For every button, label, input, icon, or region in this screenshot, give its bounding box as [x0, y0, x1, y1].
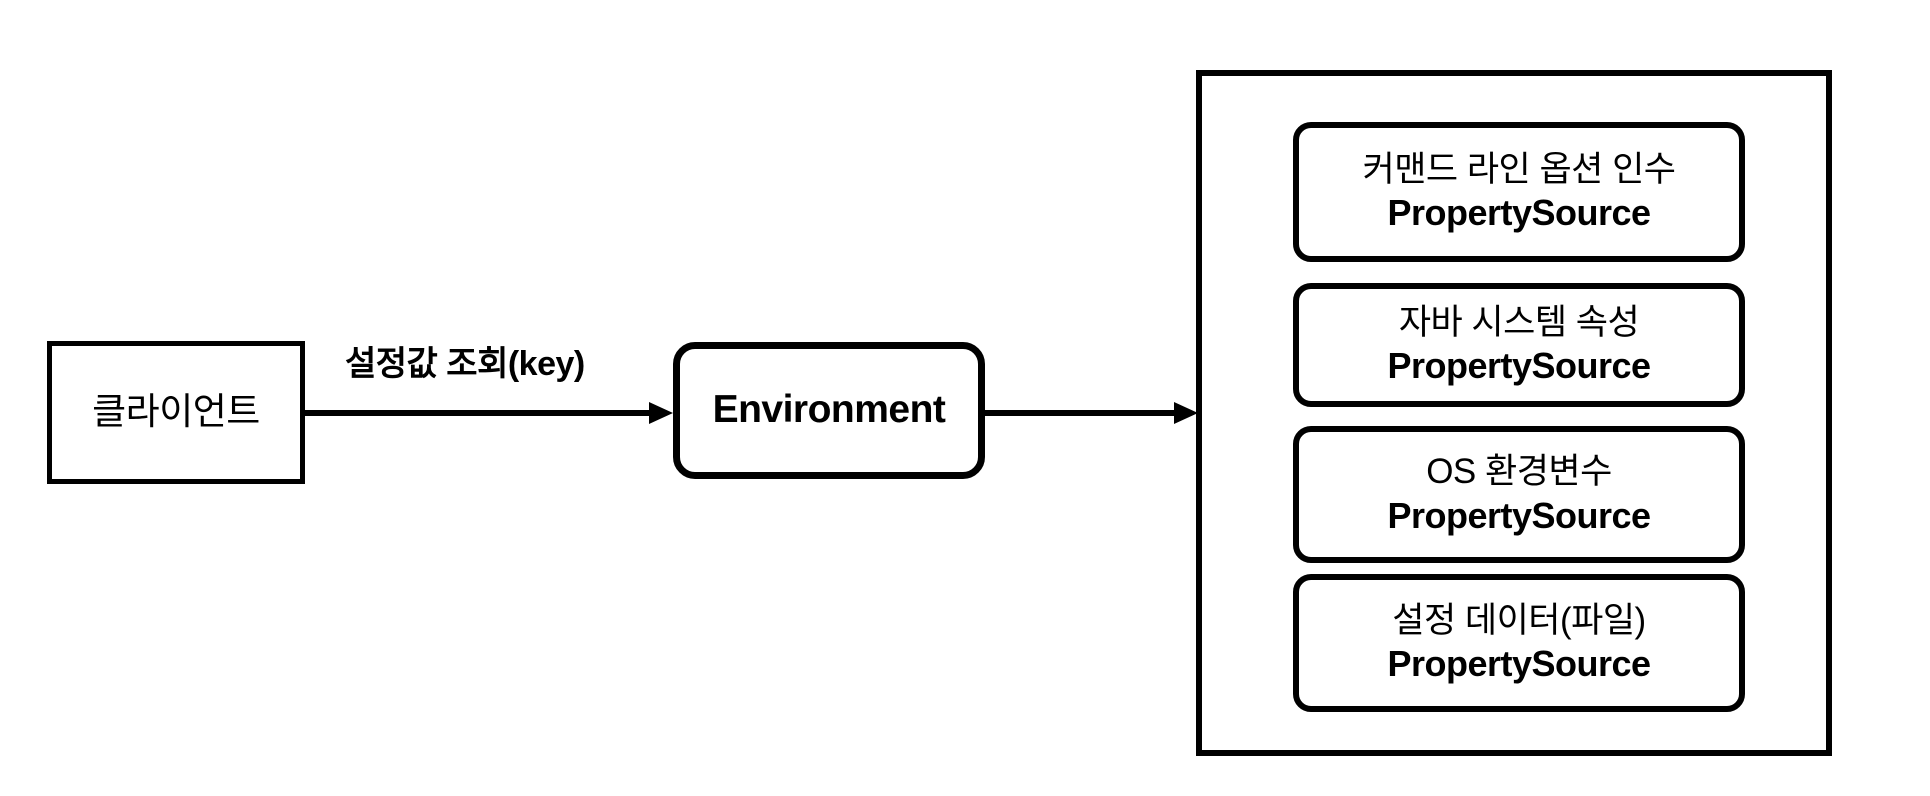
- node-environment[interactable]: Environment: [673, 342, 985, 479]
- property-source-container: 커맨드 라인 옵션 인수 PropertySource 자바 시스템 속성 Pr…: [1196, 70, 1832, 756]
- property-source-title: 설정 데이터(파일): [1392, 600, 1646, 640]
- property-source-command-line-args[interactable]: 커맨드 라인 옵션 인수 PropertySource: [1293, 122, 1745, 262]
- node-client[interactable]: 클라이언트: [47, 341, 305, 484]
- property-source-os-environment-variables[interactable]: OS 환경변수 PropertySource: [1293, 426, 1745, 563]
- property-source-subtitle: PropertySource: [1387, 192, 1651, 234]
- property-source-subtitle: PropertySource: [1387, 643, 1651, 685]
- arrow-client-to-environment: [305, 398, 675, 428]
- property-source-title: OS 환경변수: [1426, 452, 1612, 492]
- property-source-subtitle: PropertySource: [1387, 494, 1651, 536]
- arrow-environment-to-property-sources: [980, 398, 1200, 428]
- node-environment-label: Environment: [712, 388, 946, 432]
- node-client-label: 클라이언트: [92, 391, 260, 433]
- property-source-title: 자바 시스템 속성: [1398, 302, 1640, 342]
- property-source-config-data-file[interactable]: 설정 데이터(파일) PropertySource: [1293, 574, 1745, 712]
- property-source-java-system-properties[interactable]: 자바 시스템 속성 PropertySource: [1293, 283, 1745, 407]
- property-source-title: 커맨드 라인 옵션 인수: [1362, 149, 1676, 189]
- property-source-subtitle: PropertySource: [1387, 345, 1651, 387]
- edge-label-lookup: 설정값 조회(key): [345, 345, 585, 383]
